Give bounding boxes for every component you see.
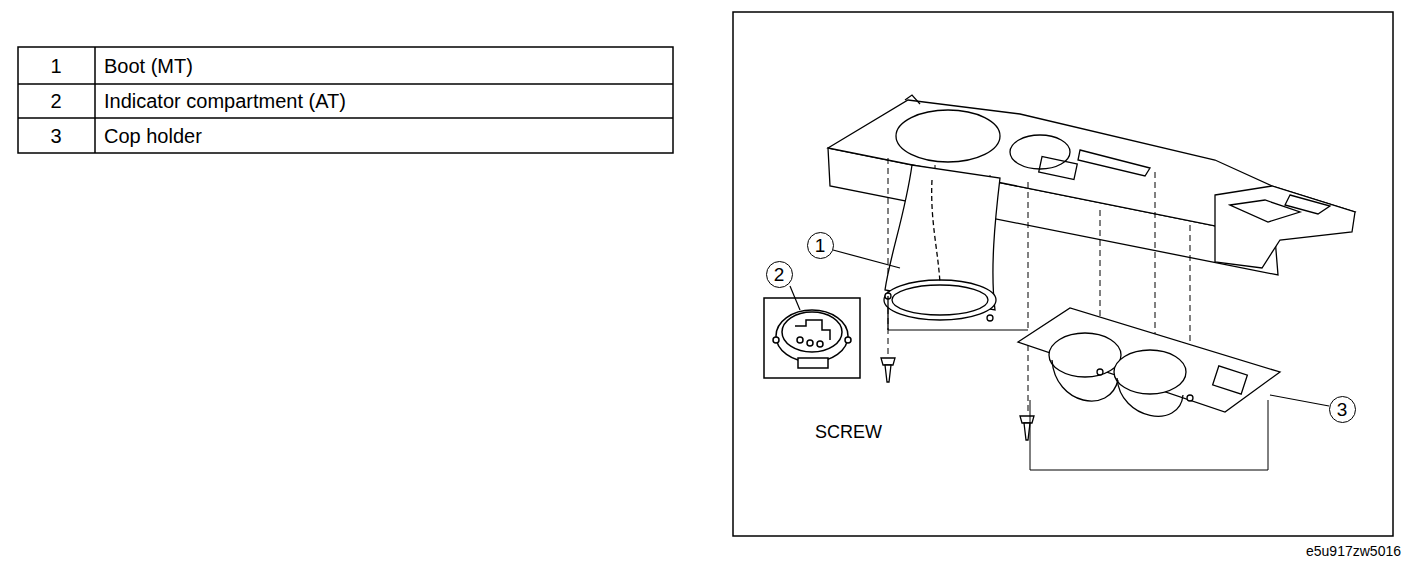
table-rule	[18, 117, 673, 119]
table-number: 3	[50, 125, 61, 147]
table-cell: Boot (MT)	[104, 55, 193, 77]
callout-number: 2	[774, 265, 785, 284]
table-grid	[18, 47, 673, 153]
table-cell: Indicator compartment (AT)	[104, 90, 346, 112]
table-number: 1	[50, 55, 61, 77]
leader-lines	[790, 250, 1329, 406]
part-label: SCREW	[815, 423, 882, 443]
cup-holder-drawing	[1018, 308, 1280, 470]
figure-code: e5u917zw5016	[1306, 544, 1401, 559]
callout-circle: 2	[766, 261, 793, 288]
table-rule	[18, 83, 673, 85]
screw-drawing	[881, 358, 1034, 440]
table-number: 2	[50, 90, 61, 112]
callout-circle: 1	[807, 232, 834, 259]
indicator-inset	[764, 298, 860, 378]
boot-drawing	[884, 165, 1028, 330]
callout-circle: 3	[1329, 396, 1356, 423]
callout-number: 1	[815, 236, 826, 255]
table-rule	[94, 47, 96, 153]
figure-frame	[733, 12, 1393, 536]
callout-number: 3	[1337, 400, 1348, 419]
table-cell: Cop holder	[104, 125, 202, 147]
